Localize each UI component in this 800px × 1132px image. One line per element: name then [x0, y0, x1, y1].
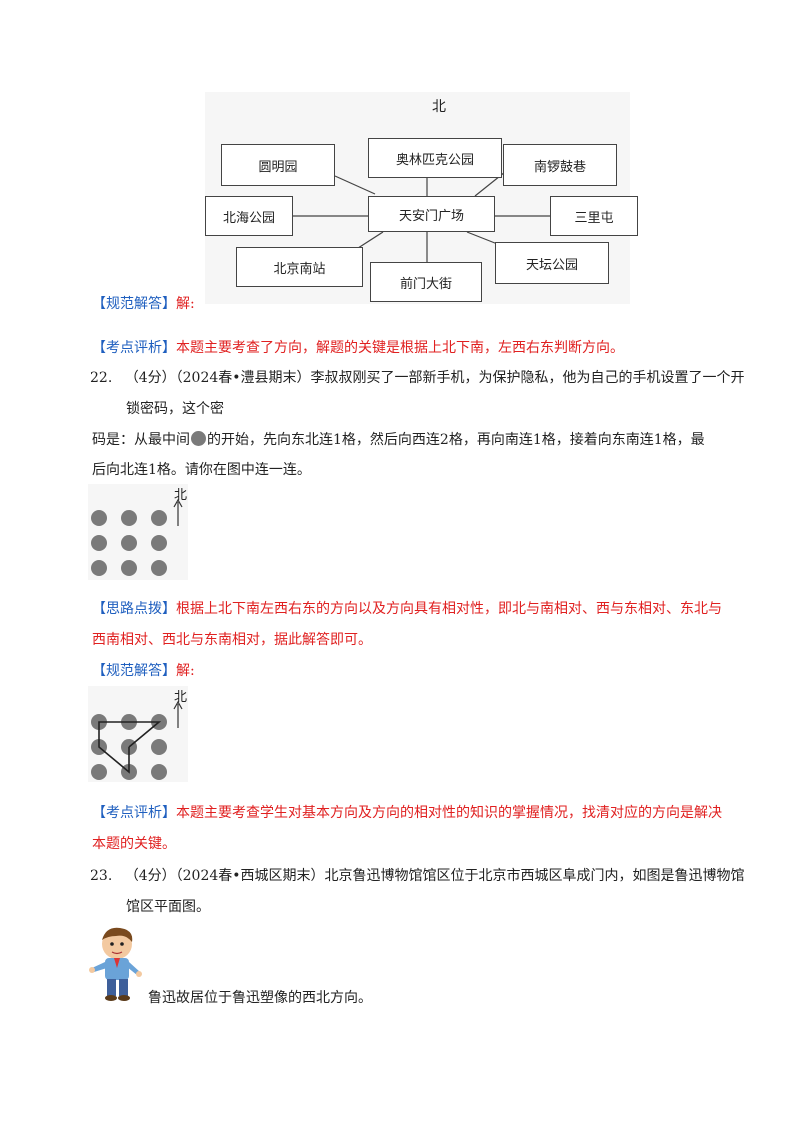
grid-north-label: 北 — [174, 690, 188, 705]
analysis-tag: 【考点评析】 — [92, 805, 176, 821]
grid-dot — [91, 535, 107, 551]
q21-solution-line: 【规范解答】解: — [92, 294, 195, 314]
question-number: 23. — [90, 868, 113, 884]
solution-text: 解: — [176, 663, 195, 679]
analysis-text: 本题主要考查了方向，解题的关键是根据上北下南，左西右东判断方向。 — [176, 340, 624, 356]
grid-north-label: 北 — [174, 488, 188, 503]
grid-dot — [151, 535, 167, 551]
q21-analysis-line: 【考点评析】本题主要考查了方向，解题的关键是根据上北下南，左西右东判断方向。 — [92, 338, 624, 358]
question-text-part: 码是：从最中间 — [92, 432, 190, 448]
question-text: 北京鲁迅博物馆馆区位于北京市西城区阜成门内，如图是鲁迅博物馆 — [324, 868, 745, 884]
map-box-sanlitun: 三里屯 — [550, 196, 638, 236]
map-box-tiananmen: 天安门广场 — [368, 196, 495, 232]
q22-hint-line1: 【思路点拨】根据上北下南左西右东的方向以及方向具有相对性，即北与南相对、西与东相… — [92, 599, 722, 619]
map-box-qianmen: 前门大街 — [370, 262, 482, 302]
analysis-tag: 【考点评析】 — [92, 340, 176, 356]
dot-grid-blank: 北 — [88, 484, 188, 580]
solution-text: 解: — [176, 296, 195, 312]
grid-dot — [91, 560, 107, 576]
grid-dot — [151, 510, 167, 526]
map-north-label: 北 — [432, 99, 446, 115]
question-source: （2024春•澧县期末） — [175, 370, 311, 386]
grid-dot — [121, 560, 137, 576]
question-number: 22. — [90, 370, 113, 386]
q22-line4: 后向北连1格。请你在图中连一连。 — [92, 462, 311, 478]
question-score: （4分） — [124, 370, 176, 386]
map-box-beijing-south: 北京南站 — [236, 247, 363, 287]
hint-tag: 【思路点拨】 — [92, 601, 176, 617]
map-box-beihai-park: 北海公园 — [205, 196, 293, 236]
grid-dot — [151, 764, 167, 780]
grid-dot — [121, 510, 137, 526]
q22-line3: 码是：从最中间 的开始，先向东北连1格，然后向西连2格，再向南连1格，接着向东南连… — [92, 430, 705, 450]
question-score: （4分） — [124, 868, 176, 884]
q22-analysis-line2: 本题的关键。 — [92, 836, 176, 852]
question-text-part: 的开始，先向东北连1格，然后向西连2格，再向南连1格，接着向东南连1格，最 — [207, 432, 705, 448]
question-source: （2024春•西城区期末） — [175, 868, 325, 884]
boy-illustration-icon — [89, 927, 142, 1001]
grid-dot — [121, 535, 137, 551]
map-figure: 北 圆明园 奥林匹克公园 南锣鼓巷 北海公园 天安门广场 三里屯 北京南站 前门… — [205, 92, 638, 304]
q22-line1: 22. （4分）（2024春•澧县期末）李叔叔刚买了一部新手机，为保护隐私，他为… — [90, 368, 745, 388]
map-box-yuanmingyuan: 圆明园 — [221, 144, 335, 186]
dot-grid-solution: 北 — [88, 686, 188, 782]
solution-tag: 【规范解答】 — [92, 296, 176, 312]
q22-line2: 锁密码，这个密 — [126, 401, 224, 417]
question-text: 李叔叔刚买了一部新手机，为保护隐私，他为自己的手机设置了一个开 — [310, 370, 745, 386]
map-box-nanluoguxiang: 南锣鼓巷 — [503, 144, 617, 186]
q23-line2: 馆区平面图。 — [126, 899, 210, 915]
north-arrow-icon — [173, 498, 183, 526]
q22-analysis-line1: 【考点评析】本题主要考查学生对基本方向及方向的相对性的知识的掌握情况，找清对应的… — [92, 803, 722, 823]
map-box-tiantan: 天坛公园 — [495, 242, 609, 284]
q22-solution-line: 【规范解答】解: — [92, 661, 195, 681]
map-box-olympic-park: 奥林匹克公园 — [368, 138, 502, 178]
grid-dot — [151, 739, 167, 755]
analysis-text: 本题主要考查学生对基本方向及方向的相对性的知识的掌握情况，找清对应的方向是解决 — [176, 805, 722, 821]
grid-dot — [151, 560, 167, 576]
hint-text: 根据上北下南左西右东的方向以及方向具有相对性，即北与南相对、西与东相对、东北与 — [176, 601, 722, 617]
grid-dot — [91, 510, 107, 526]
q23-speech-text: 鲁迅故居位于鲁迅塑像的西北方向。 — [148, 990, 372, 1006]
north-arrow-icon — [173, 700, 183, 728]
grid-dot — [91, 764, 107, 780]
solution-tag: 【规范解答】 — [92, 663, 176, 679]
q23-line1: 23. （4分）（2024春•西城区期末）北京鲁迅博物馆馆区位于北京市西城区阜成… — [90, 866, 745, 886]
q22-hint-line2: 西南相对、西北与东南相对，据此解答即可。 — [92, 632, 372, 648]
password-path — [98, 721, 162, 774]
gray-dot-icon — [191, 431, 206, 446]
